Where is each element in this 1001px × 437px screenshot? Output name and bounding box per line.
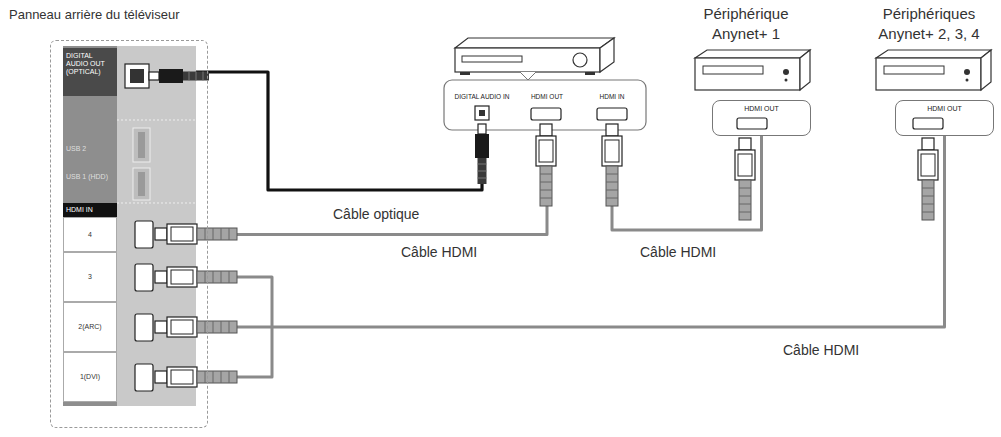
illustration-part [149,69,209,83]
port-label: USB 2 [63,142,117,158]
illustration-part [455,48,600,72]
illustration-part [783,69,789,75]
illustration-part [918,138,938,220]
illustration-part [130,69,144,83]
illustration-part [573,53,587,67]
illustration-part [138,132,145,158]
illustration-part [981,50,991,90]
label-text: 3 [88,273,92,281]
label-text: 4 [88,231,92,239]
label-text: USB 1 (HDD) [66,173,114,181]
hdmi-port-cell: 2(ARC) [63,302,117,352]
label-text: HDMI IN [63,203,117,217]
label-text: DIGITAL AUDIO OUT (OPTICAL) [66,52,114,76]
illustration-part [876,50,991,58]
cable-label: Câble HDMI [398,244,480,260]
illustration-part [800,50,810,90]
port-label: USB 1 (HDD) [63,170,117,186]
cable-label: Câble HDMI [637,244,719,260]
illustration-part [133,168,150,200]
port-label: HDMI IN [580,90,644,104]
illustration-part [884,66,944,74]
port-label: HDMI OUT [514,90,580,104]
hdmi-port-cell: 4 [63,217,117,252]
illustration-part [135,264,153,291]
illustration-part [155,317,237,337]
illustration-part [913,118,943,129]
port-label: DIGITAL AUDIO IN [449,90,515,104]
illustration-part [735,138,755,220]
receiver [444,38,646,130]
label-text: 2(ARC) [78,323,101,331]
heading: Périphériques Anynet+ 2, 3, 4 [869,4,989,44]
port-label: DIGITAL AUDIO OUT (OPTICAL) [63,48,117,96]
label-text: HDMI OUT [713,101,810,113]
illustration-part [737,118,767,129]
illustration-part [138,172,145,196]
illustration-part [155,367,237,387]
illustration-part [63,46,117,406]
label-text: HDMI IN [580,90,644,101]
illustration-part [135,221,153,248]
illustration-part [597,108,627,120]
illustration-part [531,108,561,120]
cable-label: Câble HDMI [780,342,862,358]
label-text: HDMI OUT [896,101,993,113]
illustration-part [133,128,150,162]
illustration-part [155,267,237,287]
illustration-part [462,56,522,62]
hdmi-port [135,221,153,391]
cable-label: Câble optique [330,206,422,222]
heading: Périphérique Anynet+ 1 [686,4,806,44]
hdmi-port-cell: 1(DVI) [63,352,117,402]
illustration-part [964,69,970,75]
heading: Panneau arrière du téléviseur [9,7,180,22]
label-text: 1(DVI) [80,373,100,381]
illustration-part [125,64,149,88]
illustration-part [600,38,614,72]
label-text: HDMI OUT [514,90,580,101]
illustration-part [479,110,485,116]
anynet-device: Périphérique Anynet+ 1HDMI OUT [712,100,811,136]
illustration-part [455,38,614,48]
illustration-part [695,50,810,58]
illustration-part [520,72,536,80]
label-text: USB 2 [66,145,114,153]
illustration-part [117,203,196,204]
illustration-part [536,124,556,206]
illustration-part [695,58,800,90]
illustration-part [585,72,595,75]
cable-plug [735,138,938,220]
cable [117,136,945,327]
anynet-device [695,50,991,129]
illustration-part [785,79,788,82]
illustration-part [876,58,981,90]
illustration-part [475,124,489,184]
anynet-device: Périphériques Anynet+ 2, 3, 4HDMI OUT [895,100,994,136]
tv-back-panel: Panneau arrière du téléviseurDIGITAL AUD… [50,40,208,428]
hdmi-port-cell: 3 [63,252,117,302]
illustration-part [475,106,489,120]
illustration-part [444,80,646,130]
illustration-part [966,79,969,82]
cable-plug [149,69,237,387]
illustration-part [117,120,196,121]
illustration-part [135,314,153,341]
illustration-part [460,72,470,75]
illustration-part [155,224,237,244]
illustration-part [602,124,622,206]
hdmi-in-group: HDMI IN 4 3 2(ARC) 1(DVI) [63,203,117,403]
illustration-part [703,66,763,74]
label-text: DIGITAL AUDIO IN [449,90,515,101]
cable-plug [475,124,622,206]
illustration-part [135,364,153,391]
